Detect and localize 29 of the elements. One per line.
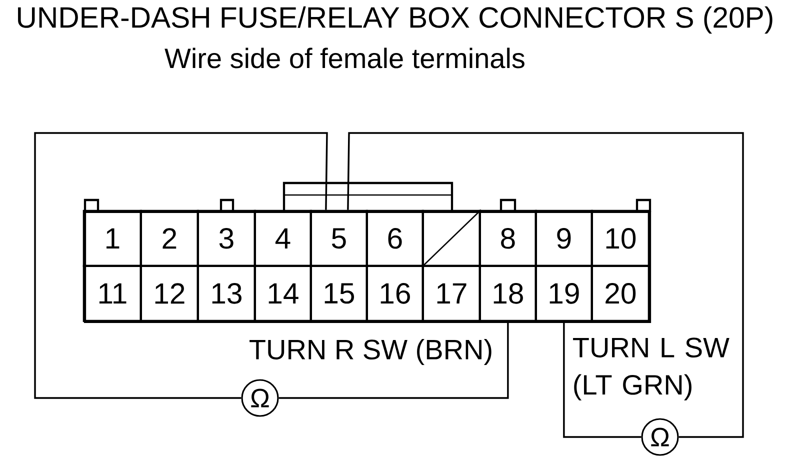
pin-cell: 4 xyxy=(254,210,312,267)
pin-cell: 17 xyxy=(422,264,481,322)
pin-cell: 6 xyxy=(366,210,424,267)
pin-cell: 3 xyxy=(196,210,256,267)
wire xyxy=(563,322,642,438)
edge-label: TURN L SW (LT GRN) xyxy=(571,336,739,402)
pin-cell: 19 xyxy=(534,264,593,322)
wire xyxy=(278,322,509,399)
title: UNDER-DASH FUSE/RELAY BOX CONNECTOR S (20P) xyxy=(18,6,772,34)
pin-cell: 20 xyxy=(590,264,650,322)
connector-drawing xyxy=(84,182,652,324)
blank-cavity xyxy=(421,209,482,268)
pin-cell: 8 xyxy=(478,210,537,267)
pin-cell: 11 xyxy=(82,264,142,322)
subtitle: Wire side of female terminals xyxy=(164,48,524,68)
wire xyxy=(34,132,328,399)
edge-label: TURN R SW (BRN) xyxy=(248,338,494,366)
pin-cell: 5 xyxy=(310,210,368,267)
pin-cell: 10 xyxy=(590,210,650,267)
pin-cell: 16 xyxy=(366,264,424,322)
pin-cell: 9 xyxy=(534,210,593,267)
pin-cell: 14 xyxy=(254,264,312,322)
wire xyxy=(347,132,744,438)
pin-cell: 2 xyxy=(140,210,199,267)
pin-cell: 12 xyxy=(140,264,199,322)
pin-cell: 15 xyxy=(310,264,368,322)
pin-cell: 13 xyxy=(196,264,256,322)
pin-cell: 1 xyxy=(82,210,142,267)
pin-cell: 18 xyxy=(478,264,537,322)
